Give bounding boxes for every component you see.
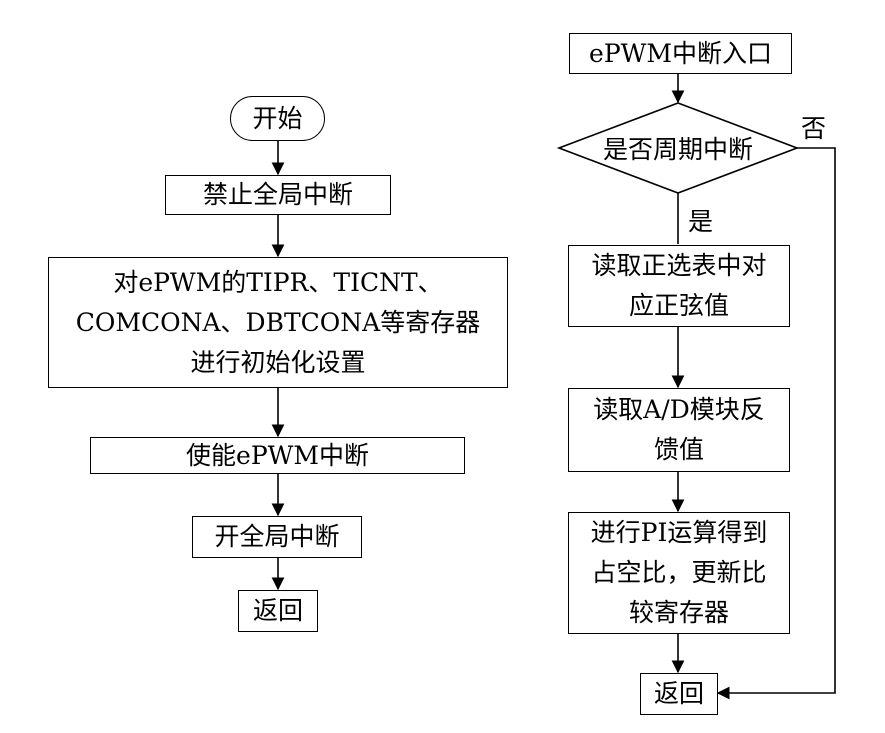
no-label: 否 [801, 114, 827, 143]
interrupt-entry-box: ePWM中断入口 [569, 33, 792, 74]
enable-epwm-interrupt-box: 使能ePWM中断 [90, 437, 465, 474]
pi-update-box: 进行PI运算得到 占空比，更新比 较寄存器 [568, 512, 790, 634]
enable-global-interrupt-box: 开全局中断 [192, 516, 362, 558]
read-ad-feedback-box: 读取A/D模块反 馈值 [568, 388, 790, 472]
yes-label: 是 [688, 207, 714, 236]
start-terminal: 开始 [230, 96, 325, 141]
disable-global-interrupt-box: 禁止全局中断 [165, 175, 391, 215]
read-sine-table-box: 读取正选表中对 应正弦值 [568, 245, 790, 327]
decision-label: 是否周期中断 [602, 135, 753, 164]
init-registers-box: 对ePWM的TIPR、TICNT、 COMCONA、DBTCONA等寄存器 进行… [48, 257, 508, 388]
no-branch-connector [716, 147, 836, 700]
right-return-box: 返回 [640, 673, 718, 715]
left-return-box: 返回 [238, 590, 318, 632]
